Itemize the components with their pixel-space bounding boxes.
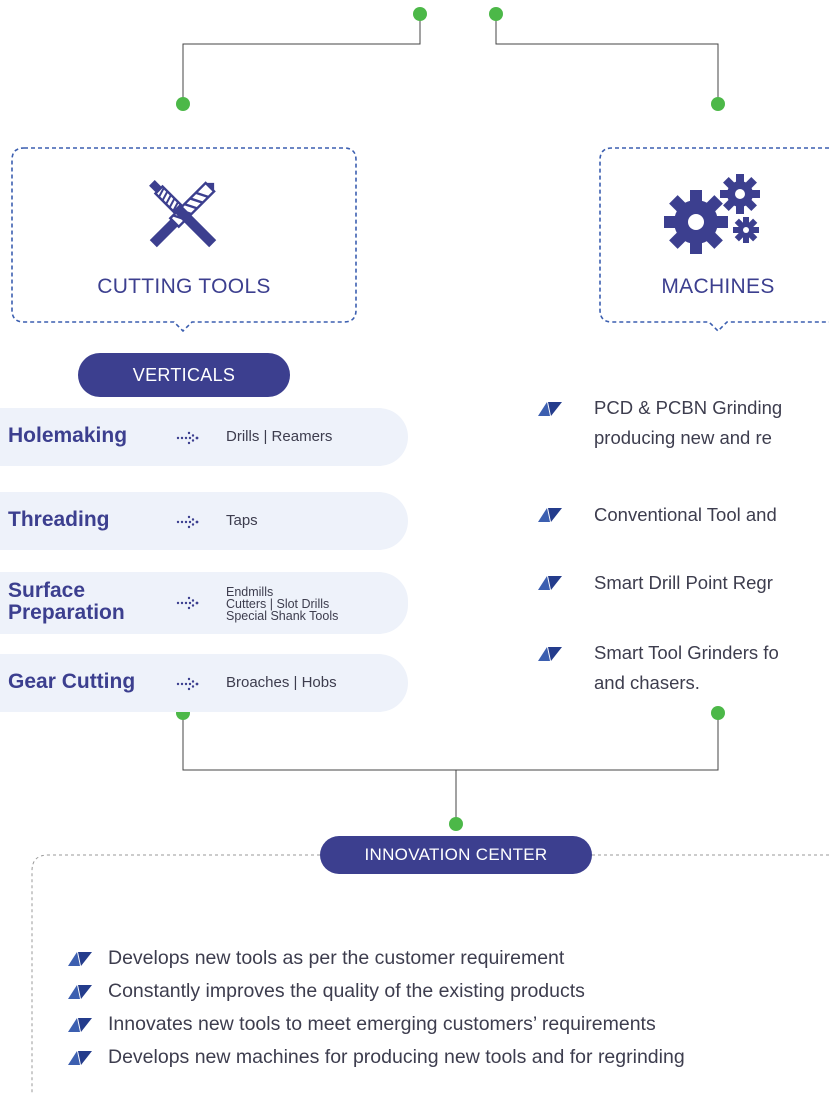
bullet-triangle-icon [68, 1018, 92, 1032]
innovation-item: Innovates new tools to meet emerging cus… [108, 1013, 656, 1035]
bullet-triangle-icon [68, 1051, 92, 1065]
innovation-item: Develops new machines for producing new … [108, 1046, 685, 1068]
vertical-row-threading: Threading Taps [0, 492, 408, 550]
connector-dot [489, 7, 503, 21]
vertical-name-line: Surface [8, 579, 86, 602]
bullet-triangle-icon [538, 508, 562, 522]
machines-item: Smart Tool Grinders fo and chasers. [594, 638, 779, 698]
machines-item-line: and chasers. [594, 672, 700, 693]
connector-line-left [182, 14, 421, 104]
vertical-name: Gear Cutting [8, 670, 136, 693]
cutting-tools-frame [11, 147, 357, 333]
machines-item: Conventional Tool and [594, 504, 777, 525]
connector-dot [176, 97, 190, 111]
verticals-label: VERTICALS [78, 353, 290, 397]
bullet-triangle-icon [68, 985, 92, 999]
vertical-desc-line: Cutters | Slot Drills [226, 597, 330, 611]
dotted-arrow-icon [176, 515, 199, 529]
dotted-arrow-icon [176, 431, 199, 445]
vertical-desc-line: Special Shank Tools [226, 609, 339, 623]
bullet-triangle-icon [68, 952, 92, 966]
machines-item: Smart Drill Point Regr [594, 572, 773, 593]
machines-item-line: PCD & PCBN Grinding [594, 397, 783, 418]
dotted-arrow-icon [176, 596, 199, 610]
vertical-row-gear-cutting: Gear Cutting Broaches | Hobs [0, 654, 408, 712]
connector-dot [449, 817, 463, 831]
gears-icon [664, 174, 760, 254]
bullet-triangle-icon [538, 402, 562, 416]
innovation-item: Constantly improves the quality of the e… [108, 980, 585, 1002]
connector-dot [413, 7, 427, 21]
vertical-row-surface-preparation: Surface Preparation Endmills Cutters | S… [0, 572, 408, 634]
crossed-tools-icon [149, 180, 217, 248]
connector-line-right [495, 14, 719, 104]
innovation-item: Develops new tools as per the customer r… [108, 947, 565, 969]
vertical-name-line: Preparation [8, 601, 125, 624]
innovation-frame-left [31, 854, 320, 1093]
vertical-row-holemaking: Holemaking Drills | Reamers [0, 408, 408, 466]
machines-item-line: producing new and re [594, 427, 772, 448]
connector-line-bottom [182, 713, 719, 771]
bullet-triangle-icon [538, 647, 562, 661]
vertical-name: Surface Preparation [8, 580, 125, 624]
vertical-desc: Broaches | Hobs [226, 674, 337, 691]
vertical-desc: Taps [226, 512, 258, 529]
vertical-name: Holemaking [8, 424, 128, 447]
machines-item: PCD & PCBN Grinding producing new and re [594, 393, 782, 453]
vertical-desc: Drills | Reamers [226, 428, 333, 445]
connector-dot [711, 706, 725, 720]
dotted-arrow-icon [176, 677, 199, 691]
vertical-desc-line: Endmills [226, 585, 274, 599]
machines-frame [599, 147, 829, 333]
machines-title: MACHINES [661, 275, 775, 298]
connector-dot [711, 97, 725, 111]
bullet-triangle-icon [538, 576, 562, 590]
vertical-desc: Endmills Cutters | Slot Drills Special S… [226, 585, 339, 623]
cutting-tools-title: CUTTING TOOLS [97, 275, 271, 298]
machines-item-line: Smart Tool Grinders fo [594, 642, 779, 663]
innovation-center-label: INNOVATION CENTER [320, 836, 592, 874]
vertical-name: Threading [8, 508, 110, 531]
